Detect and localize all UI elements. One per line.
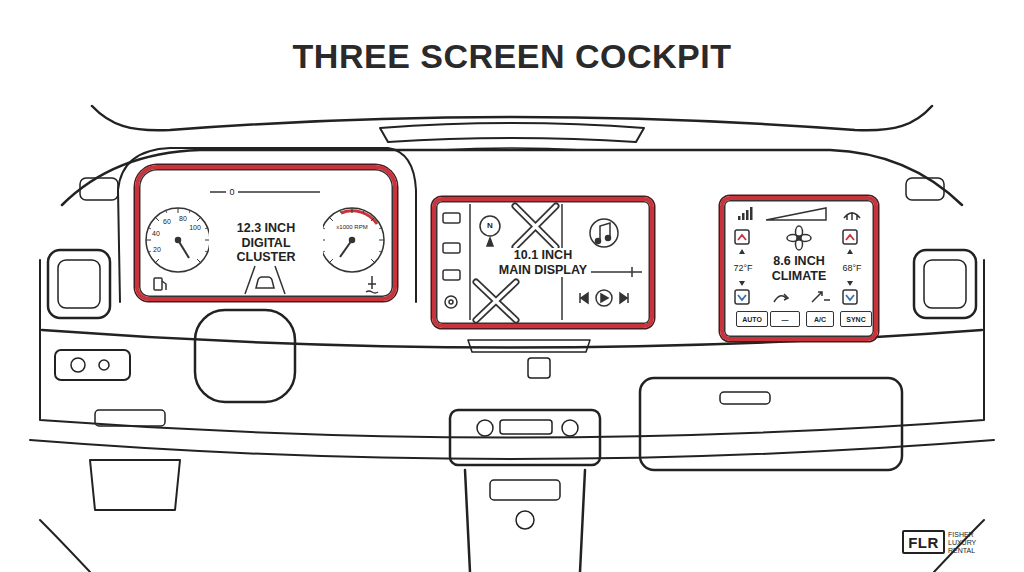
gauge-number: 80 [179,215,187,222]
node-label: 8.6 INCH CLIMATE [763,254,835,283]
node-label: 10.1 INCH MAIN DISPLAY [495,248,591,277]
gauge-number: 20 [153,246,161,253]
gauge-tick [339,210,341,212]
gauge-tick [178,208,179,213]
logo-box: FLRFISHER LUXURY RENTAL [902,530,945,554]
gauge-tick [189,210,191,212]
gauge-tick [165,210,167,212]
node-label: SYNC [846,316,865,323]
gauge-tick [329,259,333,263]
dashboard-outline [30,106,994,572]
gauge-tick [155,259,159,263]
cluster-screen: 12.3 INCH DIGITAL CLUSTER [135,165,397,301]
node-label: AUTO [742,316,762,323]
gauge-tick [329,217,333,221]
climate-button: A/C [806,311,834,327]
climate-graphics [735,207,860,304]
gauge-tick [205,227,207,229]
gauge-tick [379,240,384,241]
gauge-tick [197,217,201,221]
climate-button: AUTO [736,311,768,327]
climate-button: SYNC [840,311,872,327]
brand-name: FISHER LUXURY RENTAL [948,531,994,555]
temperature-readout: 72°F [733,264,752,273]
gauge-tick [148,251,150,253]
node-label: — [782,316,789,323]
gauge-number: 40 [152,230,160,237]
climate-button: — [770,311,800,327]
gauge-tick [363,210,365,212]
node-label: FLR [908,535,939,550]
gauge-tick [146,240,151,241]
gauge-tick [379,251,381,253]
gauge-tick [379,227,381,229]
gauge-tick [371,217,375,221]
main-display-screen: 10.1 INCH MAIN DISPLAY [432,197,654,328]
gauge-tick [352,208,353,213]
gauge-tick [371,259,375,263]
gauge-tick [205,251,207,253]
gauge-number: 100 [189,224,201,231]
gauge-tick [197,259,201,263]
node-label: A/C [814,316,826,323]
gauge-number: 0 [229,188,234,197]
cluster-graphics [146,192,384,294]
diagram-title: THREE SCREEN COCKPIT [0,38,1024,75]
main-display-graphics [443,204,642,320]
gauge-tick [148,227,150,229]
compass-letter: N [487,222,493,230]
temperature-readout: 68°F [842,264,861,273]
gauge-tick [155,217,159,221]
node-label: 12.3 INCH DIGITAL CLUSTER [209,221,323,264]
gauge-number: 60 [163,218,171,225]
gauge-number: x1000 RPM [336,224,367,230]
